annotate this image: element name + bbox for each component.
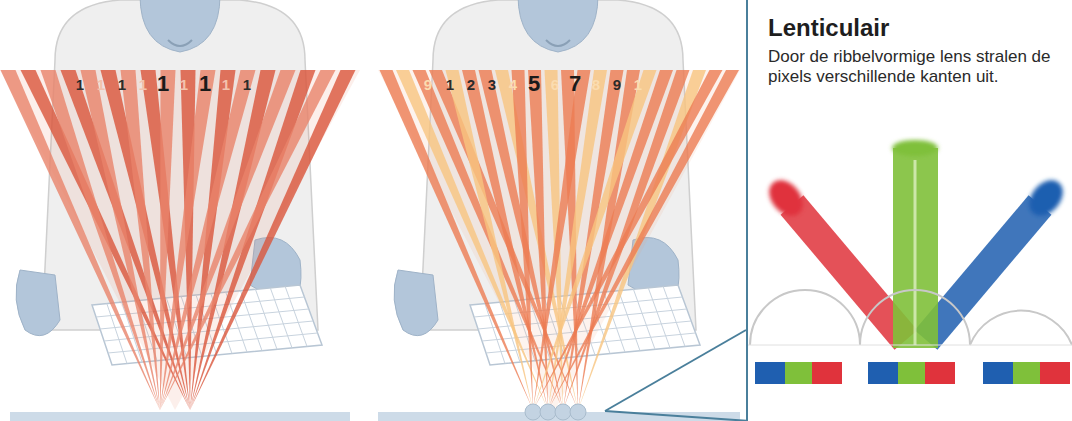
light-ray (160, 70, 296, 410)
green-beam (893, 148, 938, 348)
lens-bump (540, 404, 556, 420)
callout-body: Door de ribbelvormige lens stralen de pi… (768, 47, 1056, 88)
view-number: 1 (118, 77, 126, 92)
light-ray (61, 70, 191, 410)
red-beam (792, 205, 906, 340)
light-ray (21, 70, 191, 410)
green-beam-end (892, 140, 938, 156)
lens-base (748, 345, 1072, 346)
view-number: 7 (569, 73, 581, 95)
leader-line (605, 411, 750, 421)
view-number: 9 (613, 77, 621, 92)
ray-fan (378, 70, 740, 410)
light-ray (462, 70, 548, 410)
lens-bump (570, 404, 586, 420)
view-number: 8 (592, 77, 600, 92)
view-number: 4 (509, 77, 517, 92)
view-number: 1 (139, 77, 147, 92)
light-ray (190, 70, 356, 410)
screen-bar (10, 412, 350, 421)
view-number: 2 (467, 77, 475, 92)
view-number: 3 (488, 77, 496, 92)
light-ray (548, 70, 607, 410)
lens-bump (555, 404, 571, 420)
light-ray (512, 70, 534, 410)
view-number: 1 (157, 73, 169, 95)
view-number: 9 (424, 77, 432, 92)
light-ray (548, 70, 673, 410)
callout-box: LenticulairDoor de ribbelvormige lens st… (748, 0, 1072, 88)
leader-line (605, 330, 746, 411)
view-number: 1 (243, 77, 251, 92)
light-ray (396, 70, 548, 410)
view-number: 1 (76, 77, 84, 92)
view-number: 5 (528, 73, 540, 95)
light-ray (101, 70, 191, 410)
lens-bump (525, 404, 541, 420)
view-number: 1 (97, 77, 105, 92)
center-ray (914, 160, 917, 345)
view-number: 6 (551, 77, 559, 92)
ray-fan (0, 70, 360, 410)
red-beam-end (762, 174, 809, 223)
pixel-row (755, 362, 1070, 384)
blue-beam (926, 205, 1040, 340)
light-ray (446, 70, 534, 410)
view-number: 1 (634, 77, 642, 92)
callout-box (747, 0, 1072, 421)
view-number: 1 (446, 77, 454, 92)
callout-title: Lenticulair (768, 14, 1056, 43)
view-number: 1 (180, 77, 188, 92)
view-number: 1 (199, 73, 211, 95)
light-ray (160, 70, 336, 410)
blue-beam-end (1022, 174, 1069, 223)
light-ray (41, 70, 161, 410)
lens-profile (750, 290, 1072, 345)
light-ray (548, 70, 739, 410)
view-number: 1 (222, 77, 230, 92)
light-ray (528, 70, 548, 410)
